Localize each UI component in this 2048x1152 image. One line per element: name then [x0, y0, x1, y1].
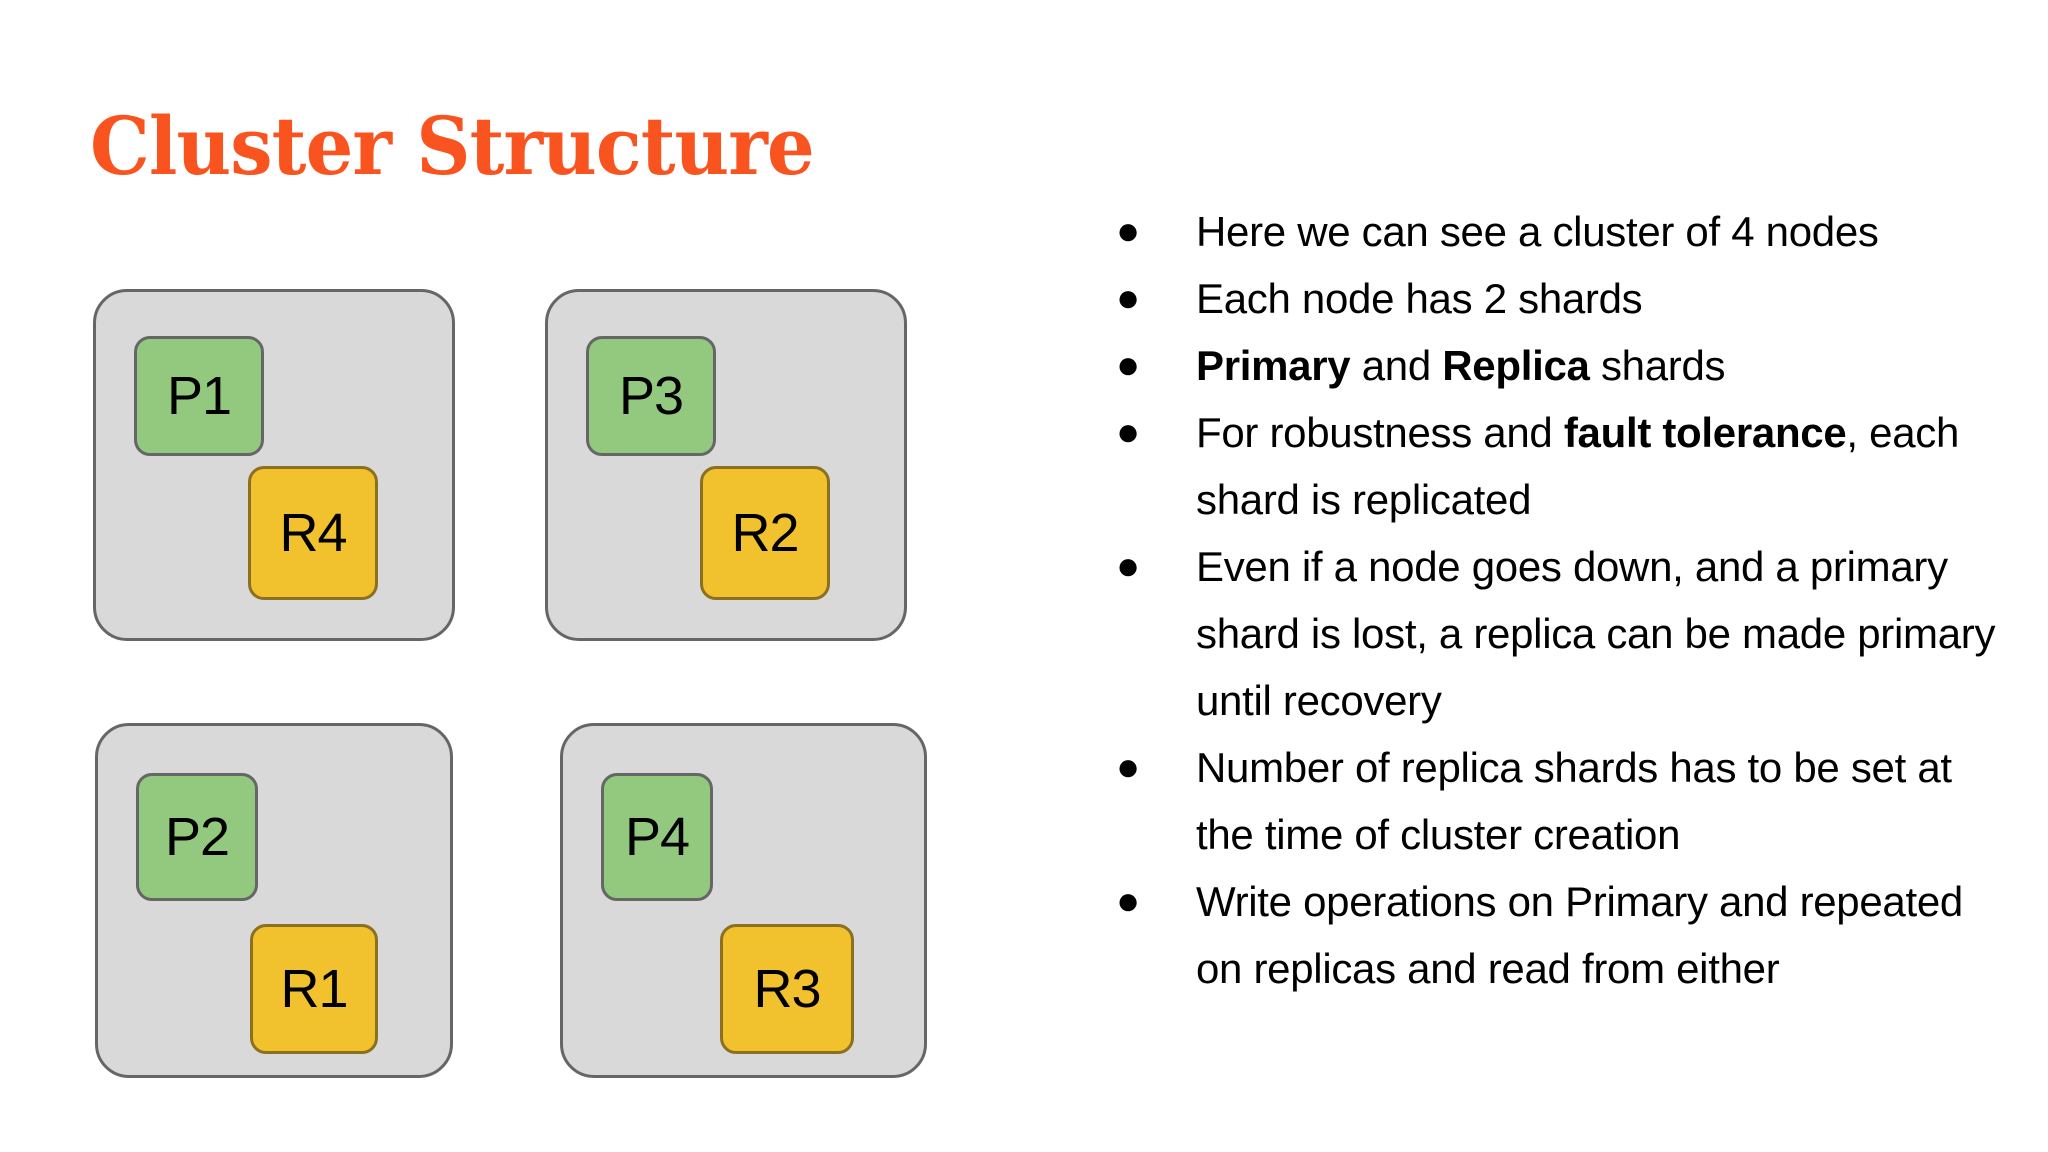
bullet-item: ● Write operations on Primary and repeate… — [1110, 868, 2010, 1002]
bullet-item: ● Even if a node goes down, and a primary… — [1110, 533, 2010, 734]
bullet-item: ● Primary and Replica shards — [1110, 332, 2010, 399]
cluster-node: P1 R4 — [93, 289, 455, 641]
bullet-text: Write operations on Primary and repeated… — [1196, 878, 1963, 992]
replica-shard: R2 — [700, 466, 830, 600]
replica-shard: R1 — [250, 924, 378, 1054]
cluster-diagram: P1 R4 P3 R2 P2 R1 P4 R3 — [0, 0, 1000, 1152]
bullet-text: Here we can see a cluster of 4 nodes — [1196, 208, 1879, 255]
page-title: Cluster Structure — [90, 99, 815, 193]
bullet-text: For robustness and fault tolerance, each… — [1196, 409, 1960, 523]
bullet-icon: ● — [1116, 745, 1141, 789]
bullet-text: Primary and Replica shards — [1196, 342, 1726, 389]
bullet-text: Each node has 2 shards — [1196, 275, 1643, 322]
bullet-icon: ● — [1116, 343, 1141, 387]
primary-shard: P4 — [601, 773, 713, 901]
replica-shard: R3 — [720, 924, 854, 1054]
primary-shard: P2 — [136, 773, 258, 901]
primary-shard: P1 — [134, 336, 264, 456]
bullet-item: ● Here we can see a cluster of 4 nodes — [1110, 198, 2010, 265]
primary-shard: P3 — [586, 336, 716, 456]
replica-shard: R4 — [248, 466, 378, 600]
bullet-item: ● Each node has 2 shards — [1110, 265, 2010, 332]
bullet-item: ● For robustness and fault tolerance, eac… — [1110, 399, 2010, 533]
bullet-icon: ● — [1116, 879, 1141, 923]
cluster-node: P3 R2 — [545, 289, 907, 641]
bullet-item: ● Number of replica shards has to be set … — [1110, 734, 2010, 868]
bullet-icon: ● — [1116, 209, 1141, 253]
bullet-icon: ● — [1116, 544, 1141, 588]
bullet-icon: ● — [1116, 410, 1141, 454]
bullet-text: Even if a node goes down, and a primary … — [1196, 543, 1996, 724]
bullet-icon: ● — [1116, 276, 1141, 320]
cluster-node: P2 R1 — [95, 723, 453, 1078]
bullet-text: Number of replica shards has to be set a… — [1196, 744, 1952, 858]
cluster-node: P4 R3 — [560, 723, 927, 1078]
bullet-list: ● Here we can see a cluster of 4 nodes ● Ea… — [1110, 198, 2010, 1002]
